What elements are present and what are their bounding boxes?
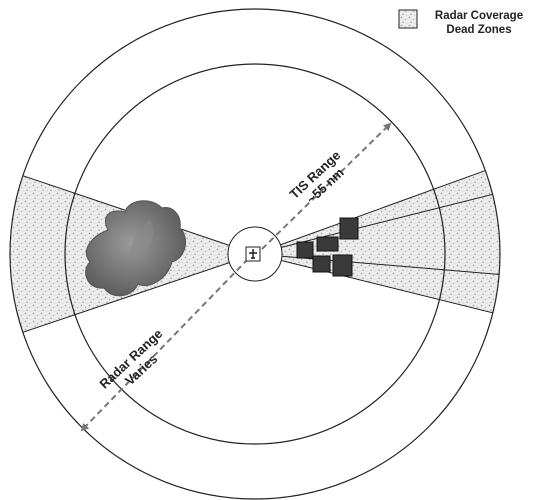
legend-label-line2: Dead Zones xyxy=(446,24,511,36)
legend: Radar Coverage Dead Zones xyxy=(398,9,523,36)
weather-cell-core xyxy=(131,220,154,259)
traffic-target-square xyxy=(296,241,314,259)
radar-range-circle xyxy=(64,63,446,445)
traffic-target-square xyxy=(332,254,353,277)
aircraft-icon xyxy=(245,246,261,262)
traffic-target-square xyxy=(312,255,331,273)
traffic-target-square xyxy=(339,217,359,240)
legend-label-line1: Radar Coverage xyxy=(435,10,523,22)
traffic-target-square xyxy=(316,236,339,252)
traffic-targets xyxy=(296,217,359,277)
legend-swatch xyxy=(398,9,418,29)
tis-range-circle xyxy=(9,8,501,500)
dead-zone-right xyxy=(255,150,500,325)
